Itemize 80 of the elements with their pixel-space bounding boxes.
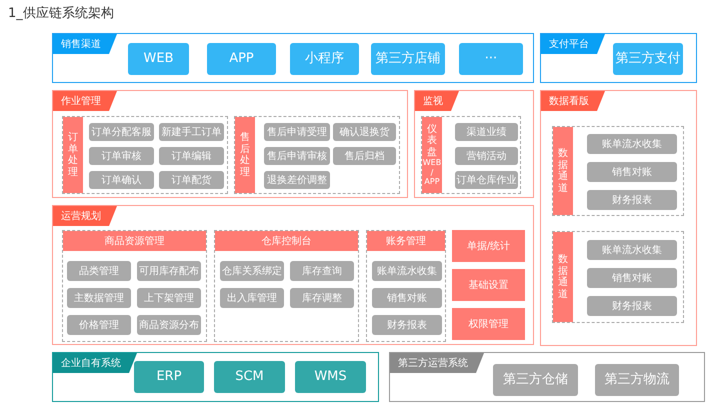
module-tile: 商品资源分布 <box>137 315 201 335</box>
module-tile: 售后申请审核 <box>264 147 330 165</box>
side-label: 售后处理 <box>240 132 250 178</box>
module-tile: APP <box>207 43 276 75</box>
module-tile: 出入库管理 <box>220 288 284 308</box>
module-tile: 可用库存配布 <box>137 261 201 281</box>
module-tile: 第三方物流 <box>595 364 679 396</box>
side-label: 仪表盘WEB/APP <box>422 124 442 186</box>
group-header: 商品资源管理 <box>63 231 206 251</box>
module-tile: 营销活动 <box>455 147 518 165</box>
module-tile: 新建手工订单 <box>159 123 224 141</box>
module-tile: WMS <box>295 361 366 393</box>
module-tile: 第三方仓储 <box>493 364 578 396</box>
module-tile: 财务报表 <box>587 190 677 210</box>
section-panel <box>52 33 534 83</box>
group-box <box>366 230 446 342</box>
module-tile: 上下架管理 <box>137 288 201 308</box>
section-panel <box>52 205 534 345</box>
section-panel <box>414 90 534 198</box>
module-tile: 售后申请受理 <box>264 123 330 141</box>
section-tag: 监视 <box>415 91 459 111</box>
module-tile: 订单编辑 <box>159 147 224 165</box>
group-box <box>214 230 359 342</box>
module-tile: 财务报表 <box>372 315 442 335</box>
group-header: 仓库控制台 <box>215 231 358 251</box>
module-tile: 订单分配客服 <box>89 123 154 141</box>
group-box <box>234 116 400 194</box>
module-tile: WEB <box>128 43 189 75</box>
side-label: 订单处理 <box>68 132 78 178</box>
section-panel <box>540 90 697 346</box>
section-tag: 数据看版 <box>541 91 605 111</box>
module-tile: ERP <box>134 361 204 393</box>
page-title: 1_供应链系统架构 <box>8 5 114 22</box>
group-box <box>62 116 228 194</box>
module-tile: 账单流水收集 <box>587 240 677 260</box>
module-tile: 订单确认 <box>89 171 154 189</box>
group-box <box>552 126 684 216</box>
module-tile: 退换差价调整 <box>264 171 330 189</box>
module-tile: 基础设置 <box>452 269 525 301</box>
section-panel <box>52 90 408 198</box>
module-tile: ··· <box>459 43 523 75</box>
module-tile: 销售对账 <box>587 162 677 182</box>
section-tag: 作业管理 <box>53 91 117 111</box>
module-tile: 品类管理 <box>67 261 131 281</box>
module-tile: 订单仓库作业 <box>455 171 518 189</box>
module-tile: 库存查询 <box>290 261 354 281</box>
module-tile: 销售对账 <box>587 268 677 288</box>
group-box <box>421 116 521 194</box>
module-tile: 仓库关系绑定 <box>220 261 284 281</box>
module-tile: 第三方店铺 <box>371 43 445 75</box>
module-tile: 渠道业绩 <box>455 123 518 141</box>
section-panel <box>540 33 697 83</box>
section-panel <box>52 352 379 402</box>
section-tag: 运营规划 <box>53 206 117 226</box>
module-tile: 账单流水收集 <box>587 134 677 154</box>
module-tile: 权限管理 <box>452 308 525 340</box>
module-tile: 售后归档 <box>333 147 396 165</box>
module-tile: 订单审核 <box>89 147 154 165</box>
section-panel <box>389 352 705 402</box>
module-tile: 单据/统计 <box>452 230 525 262</box>
section-tag: 销售渠道 <box>53 34 117 54</box>
section-tag: 第三方运营系统 <box>390 353 484 373</box>
module-tile: 价格管理 <box>67 315 131 335</box>
section-tag: 企业自有系统 <box>53 353 137 373</box>
module-tile: 库存调整 <box>290 288 354 308</box>
module-tile: 确认退换货 <box>333 123 396 141</box>
module-tile: 订单配货 <box>159 171 224 189</box>
group-box <box>62 230 207 342</box>
module-tile: 销售对账 <box>372 288 442 308</box>
module-tile: SCM <box>214 361 285 393</box>
module-tile: 小程序 <box>290 43 359 75</box>
section-tag: 支付平台 <box>541 34 605 54</box>
side-label: 数据通道 <box>558 254 568 300</box>
side-label: 数据通道 <box>558 148 568 194</box>
group-box <box>552 231 684 323</box>
group-header: 账务管理 <box>367 231 445 251</box>
module-tile: 财务报表 <box>587 296 677 316</box>
module-tile: 账单流水收集 <box>372 261 442 281</box>
module-tile: 第三方支付 <box>613 43 683 75</box>
module-tile: 主数据管理 <box>67 288 131 308</box>
